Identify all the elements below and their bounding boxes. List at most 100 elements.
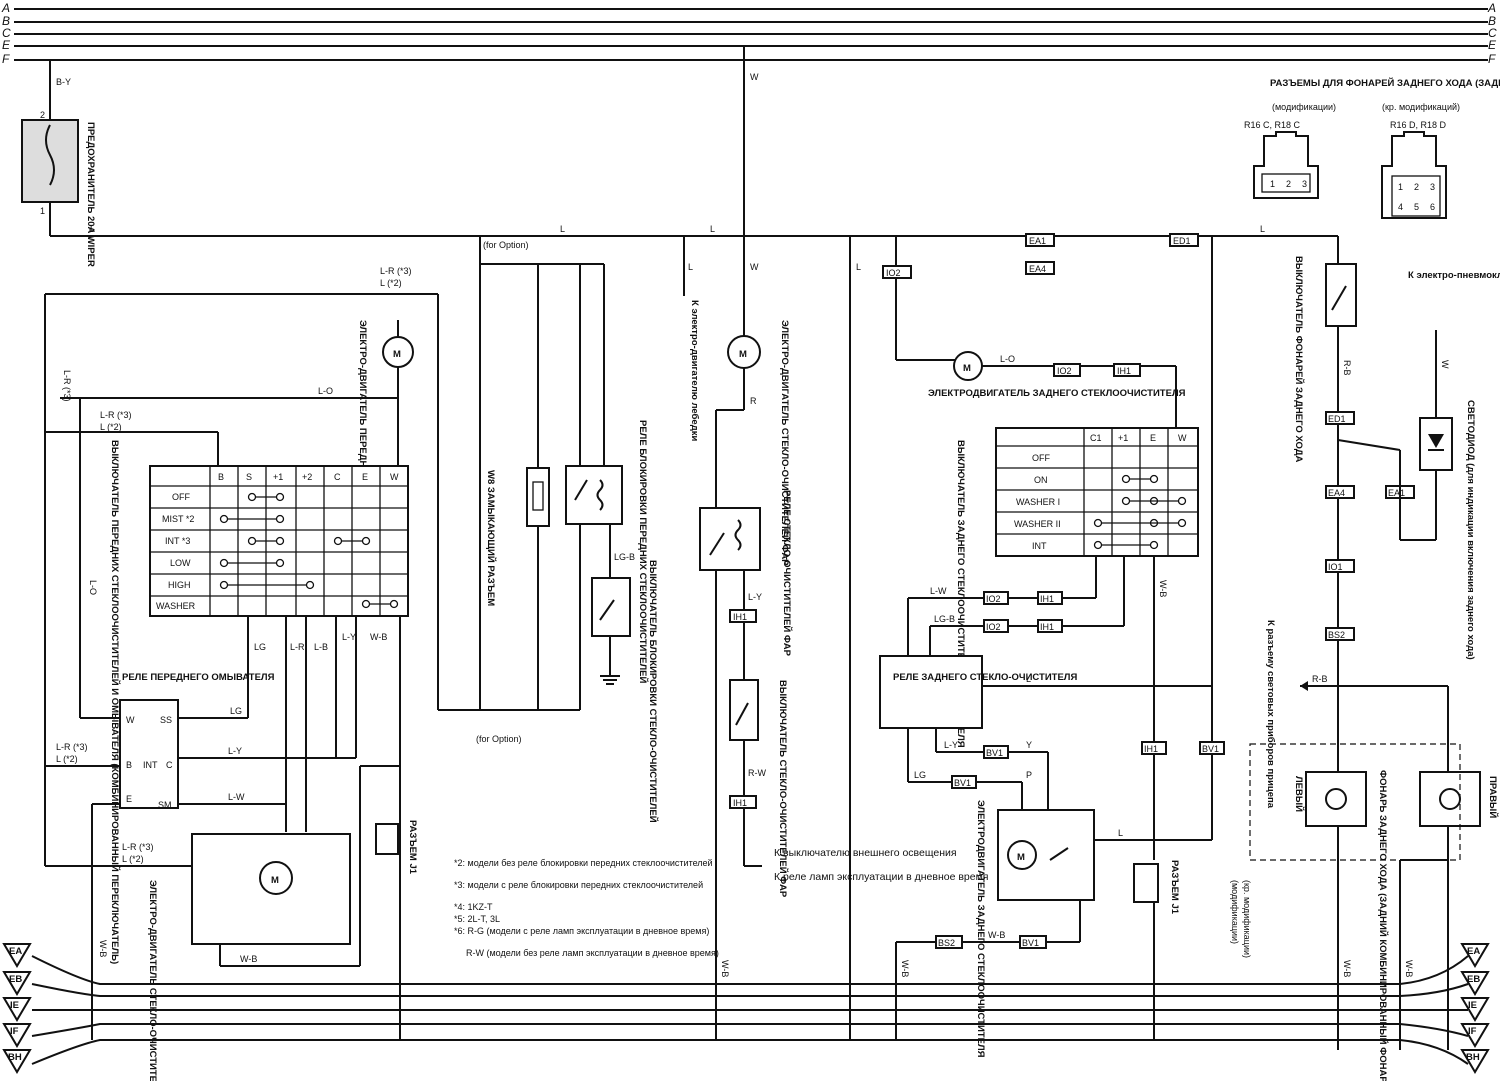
- front-wiper-motor: M L-R (*3) L (*2) W-B ЭЛЕКТРО-ДВИГАТЕЛЬ …: [45, 765, 400, 1081]
- for-option: (for Option): [483, 240, 529, 250]
- bus-label-c: C: [2, 26, 11, 40]
- front-wiper-switch-label: ВЫКЛЮЧАТЕЛЬ ПЕРЕДНИХ СТЕКЛООЧИСТИТЕЛЕЙ И…: [109, 440, 121, 964]
- pin-w: W: [126, 715, 135, 725]
- for-option: (for Option): [476, 734, 522, 744]
- lock-relay-section: (for Option) (for Option) W8 ЗАМЫКАЮЩИЙ …: [438, 236, 659, 823]
- pin-int: INT: [143, 760, 158, 770]
- bus-label-c-right: C: [1488, 26, 1497, 40]
- svg-text:BV1: BV1: [1202, 744, 1219, 754]
- motor-m: M: [963, 363, 971, 374]
- headlamp-wiper: L К электро-двигателю лебедки W W M ЭЛЕК…: [683, 46, 989, 1040]
- svg-text:ED1: ED1: [1328, 414, 1346, 424]
- ground-ie: IE: [10, 1000, 19, 1011]
- rear-wiper-section: L IO2 EA1 EA4 ED1 M ЭЛЕКТРОДВИГАТЕЛЬ ЗАД…: [849, 233, 1225, 1058]
- wire: W: [1440, 360, 1450, 369]
- connector-j1-label: РАЗЪЕМ J1: [407, 820, 418, 875]
- front-washer-motor-label: ЭЛЕКТРО-ДВИГАТЕЛЬ ПЕРЕДНЕГО ОМЫВАТЕЛЯ: [357, 320, 368, 552]
- svg-text:IH1: IH1: [1040, 622, 1054, 632]
- fuse-20a-wiper: B-Y 2 1 ПРЕДОХРАНИТЕЛЬ 20A WIPER: [21, 60, 96, 267]
- rcol-e: E: [1150, 433, 1156, 443]
- pin-sm: SM: [158, 800, 172, 810]
- wire-label: B-Y: [56, 77, 71, 87]
- wire: W-B: [1158, 580, 1168, 597]
- wire: LG: [914, 770, 926, 780]
- wire: L (*2): [56, 754, 78, 764]
- rcol-w: W: [1178, 433, 1187, 443]
- fuse-pin-top: 2: [40, 110, 45, 120]
- col-s: S: [246, 472, 252, 482]
- wire: L: [1118, 828, 1123, 838]
- connector-j1-left: РАЗЪЕМ J1: [375, 820, 418, 875]
- wire: R: [750, 396, 757, 406]
- wire: W-B: [240, 954, 257, 964]
- wire: R-B: [1342, 360, 1352, 376]
- svg-text:IH1: IH1: [1144, 744, 1158, 754]
- wire: L-O: [88, 580, 98, 595]
- mod: (модификации): [1272, 102, 1336, 112]
- pin-c: C: [166, 760, 173, 770]
- svg-text:1: 1: [1270, 179, 1275, 189]
- conn-right: R16 D, R18 D: [1390, 120, 1447, 130]
- wire: W: [750, 262, 759, 272]
- pin-e: E: [126, 794, 132, 804]
- reverse-lamp-section: РАЗЪЕМЫ ДЛЯ ФОНАРЕЙ ЗАДНЕГО ХОДА (ЗАДНИЙ…: [1230, 77, 1500, 1081]
- ground-eb: EB: [9, 974, 22, 985]
- front-washer-motor: L-R (*3) L (*2) M L-O ЭЛЕКТРО-ДВИГАТЕЛЬ …: [45, 266, 439, 710]
- wire-l: L: [1260, 224, 1265, 234]
- svg-text:IH1: IH1: [1117, 366, 1131, 376]
- svg-text:IO1: IO1: [1328, 562, 1343, 572]
- mod-bottom: (модификации): [1230, 880, 1240, 944]
- wire: L (*2): [122, 854, 144, 864]
- svg-text:BV1: BV1: [954, 778, 971, 788]
- left-lamp-label: ЛЕВЫЙ: [1293, 776, 1305, 812]
- svg-text:BS2: BS2: [1328, 630, 1345, 640]
- svg-text:BV1: BV1: [1022, 938, 1039, 948]
- headlamp-wiper-switch-label: ВЫКЛЮЧАТЕЛЬ СТЕКЛО-ОЧИСТИТЕЛЕЙ ФАР: [777, 680, 789, 898]
- front-washer-relay: РЕЛЕ ПЕРЕДНЕГО ОМЫВАТЕЛЯ W SS B INT C E …: [45, 672, 356, 810]
- wire: W-B: [1404, 960, 1414, 977]
- ground-lines: [31, 955, 1469, 1065]
- rear-lamp-label: ФОНАРЬ ЗАДНЕГО ХОДА (ЗАДНИЙ КОМБИНИРОВАН…: [1377, 770, 1389, 1081]
- wire-l: L: [90, 224, 95, 234]
- wire: L-R (*3): [100, 410, 132, 420]
- to-light-switch: К выключателю внешнего освещения: [774, 847, 957, 859]
- svg-text:ED1: ED1: [1173, 236, 1191, 246]
- note-5: *5: 2L-T, 3L: [454, 914, 500, 924]
- col-w: W: [390, 472, 399, 482]
- wire: R-B: [1312, 674, 1328, 684]
- rcol-p1: +1: [1118, 433, 1128, 443]
- bus-label-f: F: [2, 52, 10, 66]
- ground-ie-right: IE: [1468, 1000, 1477, 1011]
- wire: LG-B: [934, 614, 955, 624]
- svg-text:3: 3: [1430, 182, 1435, 192]
- note-6a: *6: R-G (модели с реле ламп эксплуатации…: [454, 926, 709, 936]
- col-b: B: [218, 472, 224, 482]
- ground-if-right: IF: [1468, 1026, 1477, 1037]
- front-wiper-switch: B S +1 +2 C E W OFF MIST *2 INT *3 LOW H…: [109, 440, 409, 964]
- rear-wiper-motor-top-label: ЭЛЕКТРОДВИГАТЕЛЬ ЗАДНЕГО СТЕКЛООЧИСТИТЕЛ…: [928, 388, 1186, 399]
- wire: W-B: [720, 960, 730, 977]
- svg-text:IH1: IH1: [1040, 594, 1054, 604]
- wire: L-B: [314, 642, 328, 652]
- connectors-title: РАЗЪЕМЫ ДЛЯ ФОНАРЕЙ ЗАДНЕГО ХОДА (ЗАДНИЙ…: [1270, 77, 1500, 89]
- wire: L-O: [1000, 354, 1015, 364]
- motor-m: M: [393, 349, 401, 360]
- svg-text:EA1: EA1: [1388, 488, 1405, 498]
- to-drl-relay: К реле ламп эксплуатации в дневное время: [774, 871, 989, 883]
- svg-text:5: 5: [1414, 202, 1419, 212]
- wire: L (*2): [100, 422, 122, 432]
- bus-lines: A B C E F A B C E F: [1, 1, 1497, 66]
- lock-relay-label: РЕЛЕ БЛОКИРОВКИ ПЕРЕДНИХ СТЕКЛООЧИСТИТЕЛ…: [637, 420, 649, 683]
- note-4: *4: 1KZ-T: [454, 902, 493, 912]
- wire: L: [688, 262, 693, 272]
- svg-text:EA4: EA4: [1328, 488, 1345, 498]
- wire: L-R: [290, 642, 305, 652]
- svg-text:EA1: EA1: [1029, 236, 1046, 246]
- note-6b: R-W (модели без реле ламп эксплуатации в…: [466, 948, 719, 958]
- row-mist: MIST *2: [162, 514, 194, 524]
- svg-text:IO2: IO2: [1057, 366, 1072, 376]
- wire: L-R (*3): [56, 742, 88, 752]
- to-winch-label: К электро-двигателю лебедки: [689, 300, 700, 441]
- wire: L (*2): [380, 278, 402, 288]
- bus-label-b: B: [2, 14, 10, 28]
